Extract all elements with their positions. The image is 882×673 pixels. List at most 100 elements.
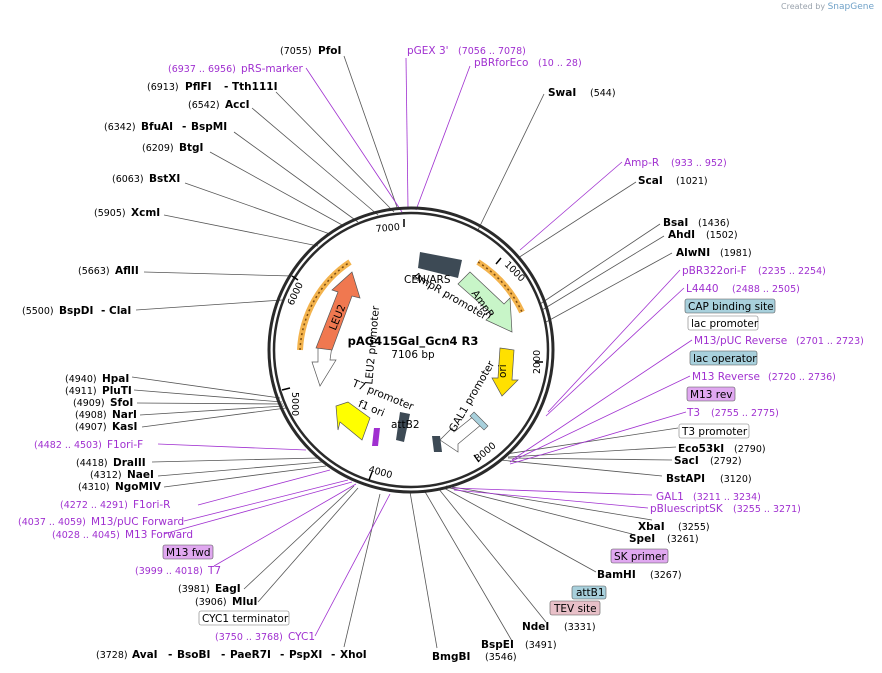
pspxi-site: PspXI — [289, 649, 322, 661]
sep4: - — [331, 649, 335, 661]
cen-ars-label: CEN/ARS — [404, 274, 451, 286]
mlui-site: MluI — [232, 596, 257, 608]
tth111i-site: Tth111I — [232, 81, 277, 93]
lac-operator-box — [689, 350, 758, 366]
swai-site: SwaI — [548, 87, 576, 99]
bspdi-sep: - — [101, 305, 105, 317]
cap-site-label: CAP binding site — [688, 301, 774, 313]
draiii-pos: (4418) — [76, 458, 108, 469]
m13-fwd-label: M13 fwd — [166, 547, 211, 559]
bsai-pos: (1436) — [698, 218, 730, 229]
ahdi-site: AhdI — [668, 229, 695, 241]
alwni-site: AlwNI — [676, 247, 710, 259]
ampr-feature — [457, 271, 513, 333]
pluti-pos: (4911) — [65, 386, 97, 397]
bspmi-site: BspMI — [191, 121, 227, 133]
t7-promoter-feature — [372, 428, 380, 446]
spei-pos: (3261) — [667, 534, 699, 545]
ngomiv-site: NgoMIV — [115, 481, 162, 493]
m13-reverse-primer: M13 Reverse — [692, 371, 760, 383]
pbrforeco-pos: (10 .. 28) — [538, 58, 582, 69]
bsobi-site: BsoBI — [177, 649, 210, 661]
hpai-pos: (4940) — [65, 374, 97, 385]
kasi-site: KasI — [112, 421, 137, 433]
m13-rev-label: M13 rev — [690, 389, 733, 401]
prs-marker-pos: (6937 .. 6956) — [168, 64, 236, 75]
snapgene-credit: Created by SnapGene — [781, 2, 874, 12]
m13-fwd-box — [162, 544, 214, 560]
prs-marker-primer: pRS-marker — [241, 63, 304, 75]
saci-site: SacI — [674, 455, 699, 467]
kasi-pos: (4907) — [75, 422, 107, 433]
lac-operator-label: lac operator — [693, 353, 757, 365]
gal1-site-markers — [469, 411, 489, 431]
pbluescript-primer: pBluescriptSK — [650, 503, 724, 515]
sep3: - — [280, 649, 284, 661]
eco53ki-site: Eco53kI — [678, 443, 724, 455]
acci-pos: (6542) — [188, 100, 220, 111]
hpai-site: HpaI — [102, 373, 129, 385]
f1-ori-feature — [335, 401, 371, 441]
t7-pos: (3999 .. 4018) — [135, 566, 203, 577]
tick-6000: 6000 — [286, 281, 306, 308]
acci-site: AccI — [225, 99, 249, 111]
backbone-outer-strand — [267, 206, 555, 494]
avai-site: AvaI — [132, 649, 158, 661]
cyc1-primer: CYC1 — [288, 631, 315, 643]
amp-r-pos: (933 .. 952) — [671, 158, 727, 169]
btgi-site: BtgI — [179, 142, 203, 154]
bmgbi-site: BmgBI — [432, 651, 470, 663]
eagi-site: EagI — [215, 583, 241, 595]
l4440-primer: L4440 — [686, 283, 719, 295]
scai-pos: (1021) — [676, 176, 708, 187]
bstapi-site: BstAPI — [666, 473, 705, 485]
bmgbi-pos: (3546) — [485, 652, 517, 663]
pbrforeco-primer: pBRforEco — [474, 57, 528, 69]
sfoi-site: SfoI — [110, 397, 133, 409]
f1ori-f-primer: F1ori-F — [107, 439, 143, 451]
gal1-primer: GAL1 — [656, 491, 684, 503]
tick-2000: 2000 — [532, 350, 543, 374]
m13puc-rev-pos: (2701 .. 2723) — [796, 336, 864, 347]
bspei-site: BspEI — [481, 639, 514, 651]
sep2: - — [221, 649, 225, 661]
pbr322ori-f-pos: (2235 .. 2254) — [758, 266, 826, 277]
ori-feature — [491, 347, 519, 397]
tick-5000: 5000 — [289, 392, 300, 416]
tick-7000: 7000 — [375, 222, 400, 235]
tick-marks — [281, 219, 543, 481]
tev-site-label: TEV site — [553, 603, 597, 615]
xcmi-site: XcmI — [131, 207, 160, 219]
sk-primer-box — [610, 548, 669, 564]
naei-pos: (4312) — [90, 470, 122, 481]
t3-primer: T3 — [686, 407, 700, 419]
attb2-feature — [396, 412, 410, 442]
bfuai-sep: - — [182, 121, 186, 133]
m13-reverse-pos: (2720 .. 2736) — [768, 372, 836, 383]
cyc1-terminator-box — [198, 610, 290, 626]
f1ori-r-primer: F1ori-R — [133, 499, 170, 511]
attb1-box — [571, 585, 607, 600]
m13puc-fwd-primer: M13/pUC Forward — [91, 516, 184, 528]
saci-pos: (2792) — [710, 456, 742, 467]
gal1-small-feature — [432, 436, 442, 452]
lac-promoter-box — [687, 315, 759, 331]
cyc1-terminator-label: CYC1 terminator — [202, 613, 289, 625]
aflii-pos: (5663) — [78, 266, 110, 277]
sk-primer-label: SK primer — [614, 551, 666, 563]
bspdi-site: BspDI — [59, 305, 93, 317]
eco53ki-pos: (2790) — [734, 444, 766, 455]
nari-site: NarI — [112, 409, 137, 421]
pfoi-site: PfoI — [318, 45, 341, 57]
bamhi-pos: (3267) — [650, 570, 682, 581]
lac-promoter-label: lac promoter — [691, 318, 759, 330]
ahdi-pos: (1502) — [706, 230, 738, 241]
scai-site: ScaI — [638, 175, 663, 187]
draiii-site: DraIII — [113, 457, 146, 469]
bfuai-pos: (6342) — [104, 122, 136, 133]
bspei-pos: (3491) — [525, 640, 557, 651]
btgi-pos: (6209) — [142, 143, 174, 154]
pflfi-pos: (6913) — [147, 82, 179, 93]
m13-rev-box — [686, 386, 736, 402]
